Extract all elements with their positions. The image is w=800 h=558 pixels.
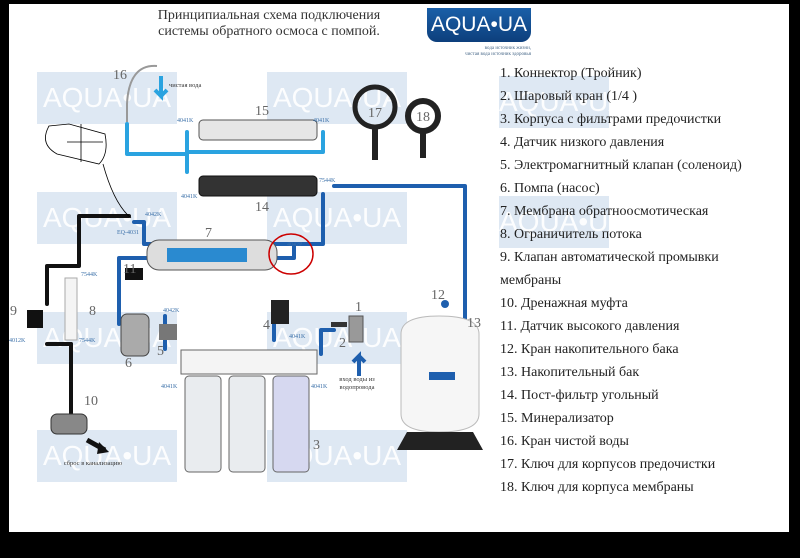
legend-item: 11. Датчик высокого давления bbox=[500, 319, 680, 334]
diagram-sheet: AQUA•UA AQUA•UA AQUA•UA AQUA•UA AQUA•UA … bbox=[9, 4, 789, 532]
legend-item: 8. Ограничитель потока bbox=[500, 227, 642, 242]
highlight-circle bbox=[268, 233, 314, 275]
fitting-code: 7544K bbox=[81, 272, 98, 278]
fitting-code: 4041K bbox=[161, 384, 178, 390]
logo-slogan: вода источник жизни, чистая вода источни… bbox=[449, 46, 531, 58]
label-9: 9 bbox=[10, 304, 17, 319]
fitting-code: 4042K bbox=[163, 308, 180, 314]
flow-restrictor-icon bbox=[64, 277, 78, 341]
pipe-inlet bbox=[319, 328, 336, 356]
label-10: 10 bbox=[84, 394, 98, 409]
title-line: системы обратного осмоса с помпой. bbox=[158, 24, 380, 39]
label-5: 5 bbox=[157, 344, 164, 359]
prefilter-housing-icon bbox=[184, 375, 222, 473]
pipe-clean-water bbox=[125, 122, 189, 156]
pump-icon bbox=[120, 313, 150, 357]
mineralizer-icon bbox=[198, 119, 318, 141]
label-12: 12 bbox=[431, 288, 445, 303]
fitting-code: 4041K bbox=[289, 334, 306, 340]
pipe-drain-top bbox=[45, 214, 131, 306]
label-15: 15 bbox=[255, 104, 269, 119]
pipe-permeate bbox=[132, 192, 325, 246]
label-17: 17 bbox=[368, 106, 382, 121]
high-pressure-switch-icon bbox=[125, 268, 143, 280]
watermark: AQUA•UA bbox=[267, 192, 407, 244]
label-11: 11 bbox=[123, 262, 137, 277]
legend-item: 1. Коннектор (Тройник) bbox=[500, 66, 642, 81]
note-clean-water: чистая вода bbox=[169, 82, 202, 89]
flush-valve-icon bbox=[27, 310, 43, 328]
low-pressure-switch-icon bbox=[271, 300, 289, 324]
solenoid-icon bbox=[159, 324, 177, 340]
tank-stand-icon bbox=[397, 432, 483, 450]
legend-item: 13. Накопительный бак bbox=[500, 365, 640, 380]
label-2: 2 bbox=[339, 336, 346, 351]
fitting-code: 4042P bbox=[287, 242, 303, 248]
ball-valve-icon bbox=[331, 322, 347, 327]
fitting-code: 4041K bbox=[311, 384, 328, 390]
fitting-code: 4012K bbox=[9, 338, 26, 344]
slogan-line: чистая вода источник здоровья bbox=[465, 52, 531, 57]
label-1: 1 bbox=[355, 300, 362, 315]
note-water-inlet: вход воды из водопровода bbox=[339, 376, 375, 391]
legend-item: 15. Минерализатор bbox=[500, 411, 614, 426]
watermark: AQUA•UA bbox=[499, 76, 627, 128]
legend: 1. Коннектор (Тройник) 2. Шаровый кран (… bbox=[500, 62, 742, 499]
fitting-code: EQ-4031 bbox=[117, 230, 139, 236]
label-6: 6 bbox=[125, 356, 132, 371]
watermark: AQUA•UA bbox=[37, 430, 177, 482]
label-7: 7 bbox=[205, 226, 212, 241]
label-16: 16 bbox=[113, 68, 127, 83]
diagram-title: Принципиальная схема подключения системы… bbox=[139, 8, 399, 40]
schematic bbox=[27, 64, 483, 473]
legend-item: 2. Шаровый кран (1/4 ) bbox=[500, 89, 638, 104]
watermark: AQUA•UA bbox=[37, 312, 177, 364]
legend-item: 18. Ключ для корпуса мембраны bbox=[500, 480, 694, 495]
drain-saddle-icon bbox=[50, 413, 88, 435]
legend-item: 12. Кран накопительного бака bbox=[500, 342, 679, 357]
legend-item: 6. Помпа (насос) bbox=[500, 181, 600, 196]
legend-item: 4. Датчик низкого давления bbox=[500, 135, 665, 150]
legend-item: 14. Пост-фильтр угольный bbox=[500, 388, 659, 403]
filter-bracket-icon bbox=[180, 349, 318, 375]
arrow-down-icon bbox=[153, 76, 169, 101]
arrow-up-icon bbox=[351, 351, 367, 376]
label-4: 4 bbox=[263, 318, 270, 333]
label-3: 3 bbox=[313, 438, 320, 453]
watermark: AQUA•UA bbox=[37, 72, 177, 124]
label-8: 8 bbox=[89, 304, 96, 319]
tank-valve-icon bbox=[441, 300, 449, 308]
fitting-code: 7544K bbox=[319, 178, 336, 184]
handwritten-scribble bbox=[45, 123, 132, 219]
legend-item: 16. Кран чистой воды bbox=[500, 434, 629, 449]
faucet-icon bbox=[126, 64, 158, 122]
note-drain: сброс в канализацию bbox=[63, 460, 123, 467]
watermark: AQUA•UA bbox=[499, 196, 627, 248]
prefilter-housing-icon bbox=[272, 375, 310, 473]
legend-item: 5. Электромагнитный клапан (соленоид) bbox=[500, 158, 742, 173]
fitting-code: 4041K bbox=[181, 194, 198, 200]
title-line: Принципиальная схема подключения bbox=[157, 8, 381, 23]
legend-item: 9. Клапан автоматической промывки bbox=[500, 250, 719, 265]
legend-item: 17. Ключ для корпусов предочистки bbox=[500, 457, 716, 472]
label-18: 18 bbox=[416, 110, 430, 125]
legend-item: мембраны bbox=[500, 273, 562, 288]
connector-tee-icon bbox=[348, 315, 364, 343]
carbon-postfilter-icon bbox=[198, 175, 318, 197]
prefilter-housing-icon bbox=[228, 375, 266, 473]
fitting-code: 7544K bbox=[79, 338, 96, 344]
label-14: 14 bbox=[255, 200, 269, 215]
fitting-code: 4041K bbox=[177, 118, 194, 124]
aqua-ua-logo: AQUA•UA bbox=[427, 8, 531, 42]
pipe-mineralizer bbox=[185, 130, 325, 174]
pipe-to-tank bbox=[332, 184, 467, 322]
legend-item: 3. Корпуса с фильтрами предочистки bbox=[500, 112, 722, 127]
legend-item: 10. Дренажная муфта bbox=[500, 296, 628, 311]
fitting-code: 4042K bbox=[145, 212, 162, 218]
label-13: 13 bbox=[467, 316, 481, 331]
membrane-icon bbox=[167, 248, 247, 262]
fitting-code: 4041K bbox=[313, 118, 330, 124]
legend-item: 7. Мембрана обратноосмотическая bbox=[500, 204, 709, 219]
slogan-line: вода источник жизни, bbox=[484, 46, 531, 51]
